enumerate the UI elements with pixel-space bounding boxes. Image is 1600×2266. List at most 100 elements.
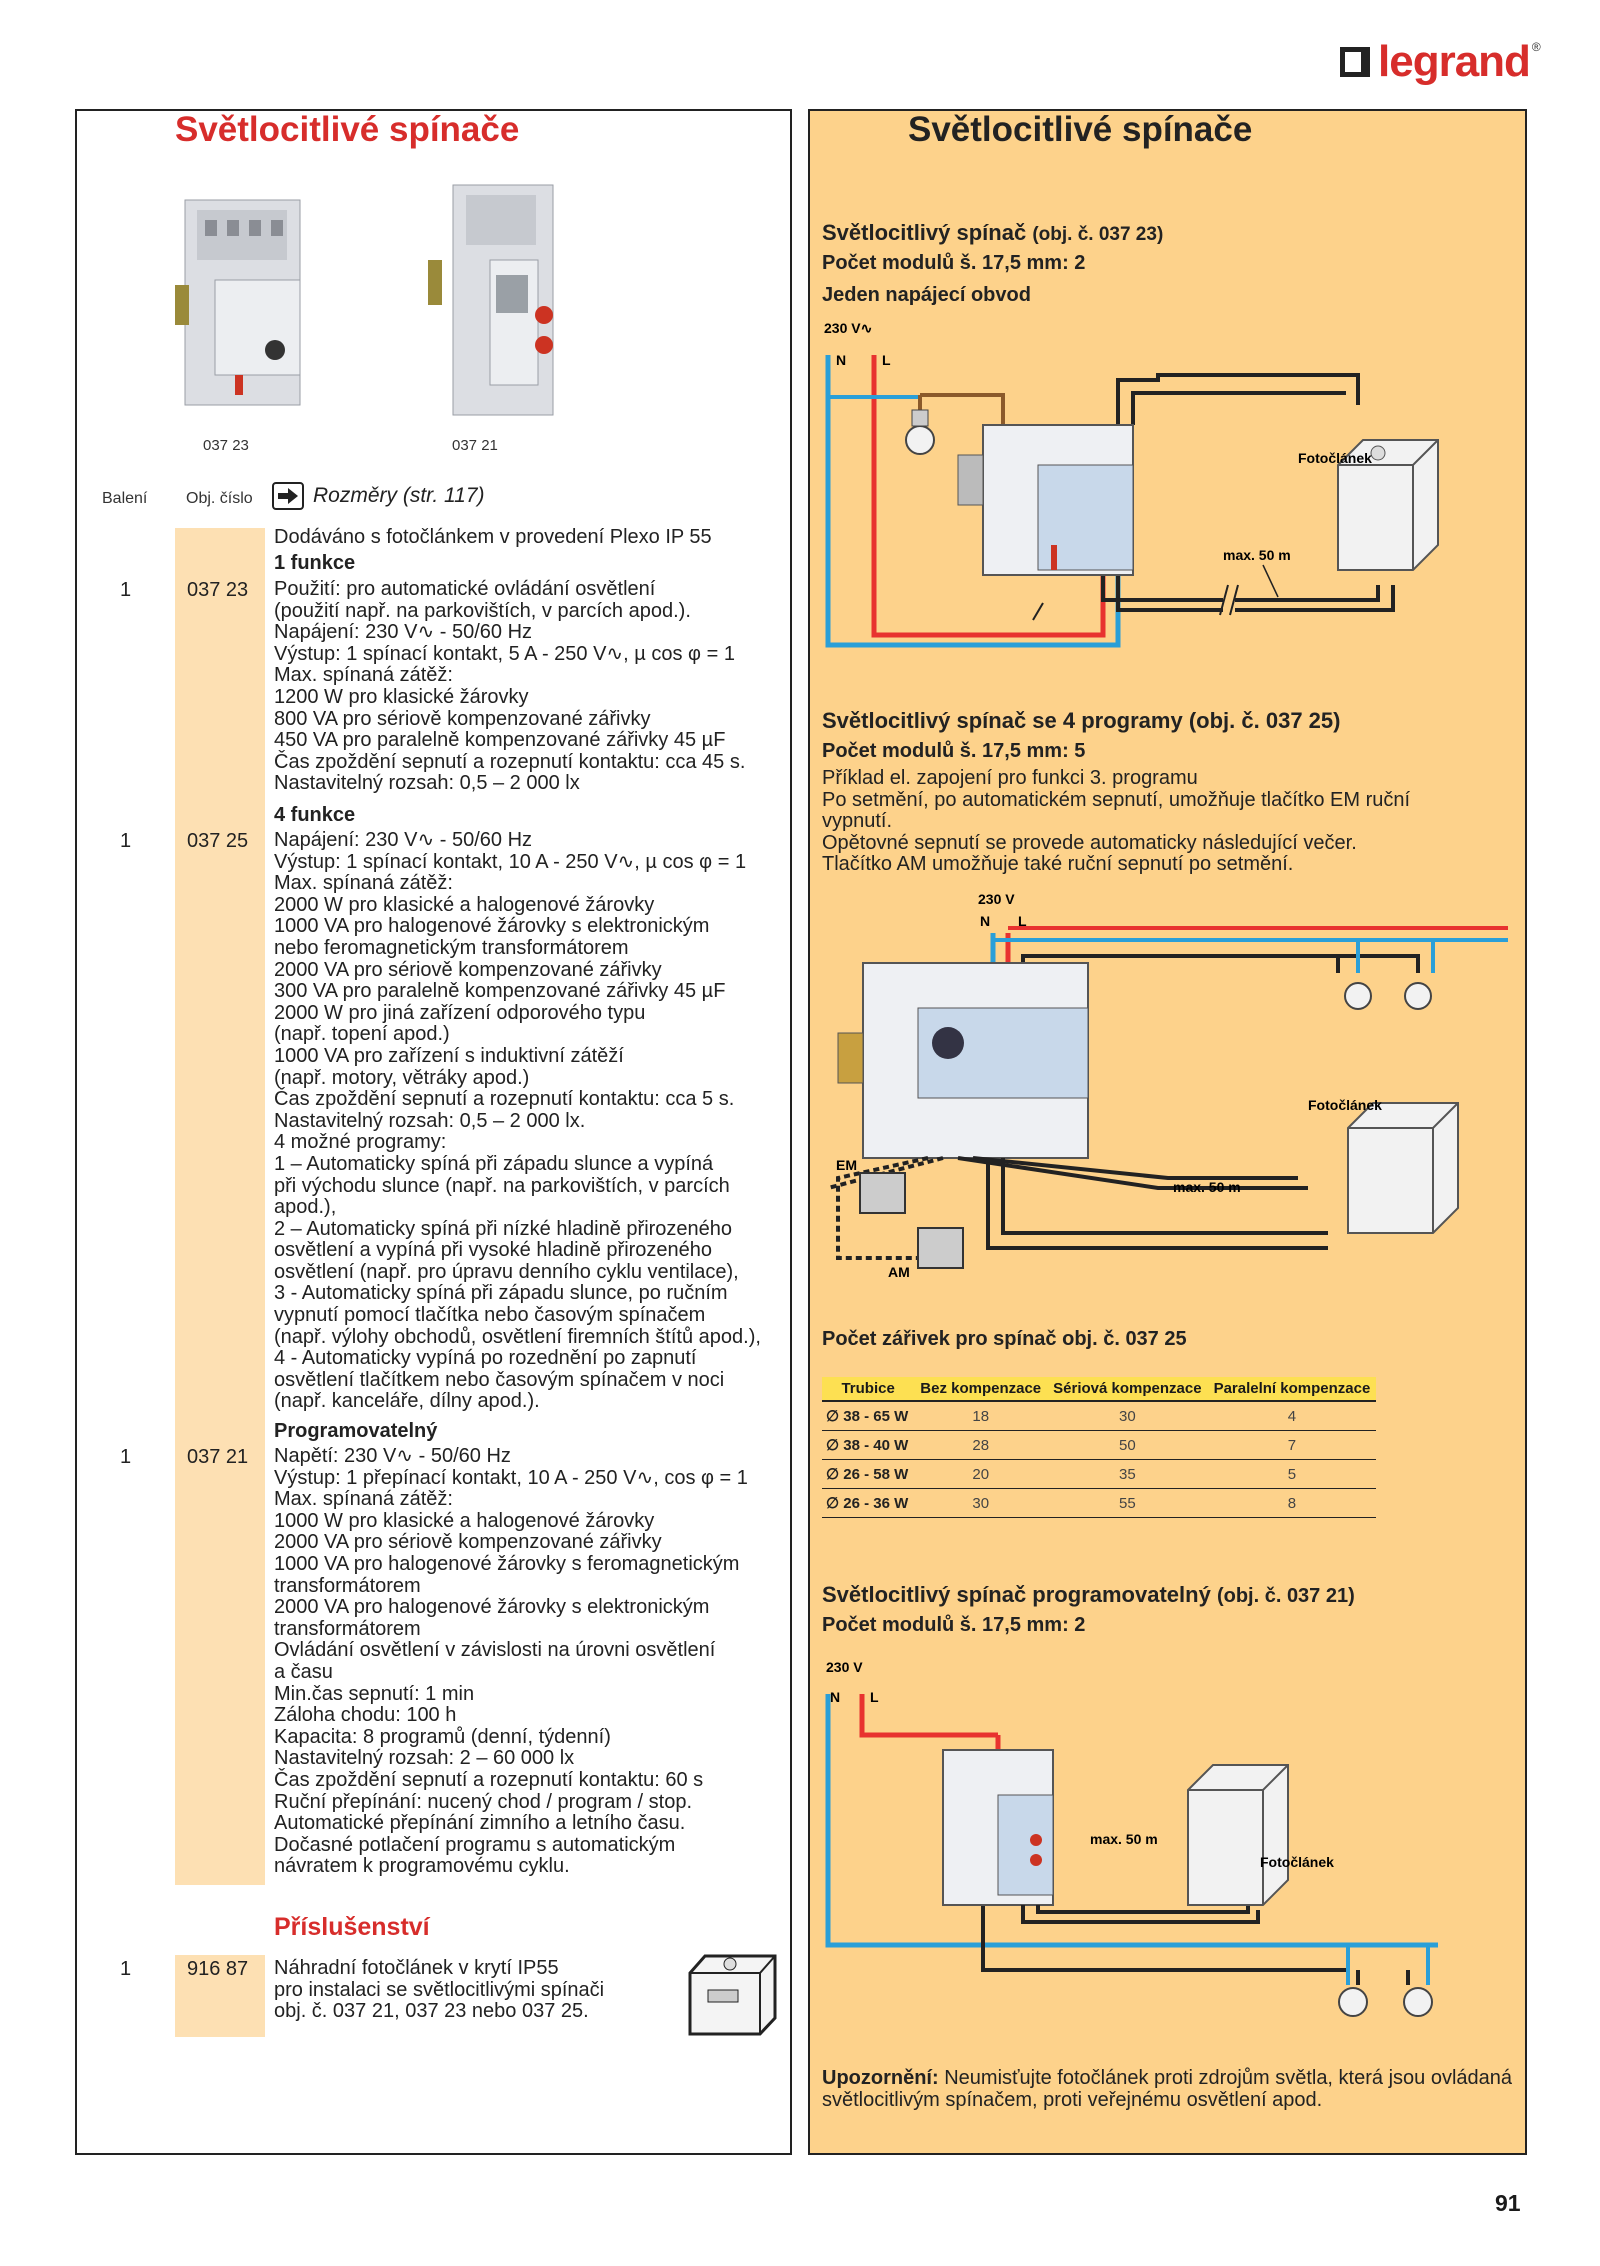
left-title: Světlocitlivé spínače xyxy=(175,110,520,149)
s1-max-label: max. 50 m xyxy=(1223,547,1291,563)
s2-voltage: 230 V xyxy=(978,891,1015,907)
product-1-code: 037 23 xyxy=(187,579,249,601)
table-cell: 8 xyxy=(1207,1488,1377,1518)
table-cell: ∅ 38 - 65 W xyxy=(822,1401,915,1431)
table-cell: ∅ 38 - 40 W xyxy=(822,1430,915,1460)
table-title: Počet zářivek pro spínač obj. č. 037 25 xyxy=(822,1328,1187,1350)
s2-modules: Počet modulů š. 17,5 mm: 5 xyxy=(822,740,1086,762)
table-cell: 50 xyxy=(1047,1430,1208,1460)
s3-title-suffix: (obj. č. 037 21) xyxy=(1216,1585,1355,1607)
registered-mark: ® xyxy=(1531,40,1541,54)
left-panel xyxy=(75,109,792,2155)
s1-circuit: Jeden napájecí obvod xyxy=(822,284,1031,306)
s3-title: Světlocitlivý spínač programovatelný (ob… xyxy=(822,1582,1355,1608)
page-number: 91 xyxy=(1495,2190,1521,2216)
s2-em-label: EM xyxy=(836,1157,857,1173)
table-header-row: Trubice Bez kompenzace Sériová kompenzac… xyxy=(822,1377,1377,1402)
s2-photocell-label: Fotočlánek xyxy=(1308,1097,1382,1113)
s3-title-main: Světlocitlivý spínač programovatelný xyxy=(822,1582,1211,1607)
s2-n: N xyxy=(980,913,990,929)
s2-am-label: AM xyxy=(888,1264,910,1280)
table-cell: 7 xyxy=(1207,1430,1377,1460)
table-row: ∅ 38 - 40 W 28 50 7 xyxy=(822,1430,1377,1460)
product-2-text: Napájení: 230 V∿ - 50/60 Hz Výstup: 1 sp… xyxy=(274,829,761,1413)
obj-column-bg xyxy=(175,528,265,1885)
photocell-accessory-image xyxy=(688,1954,777,2036)
table-cell: 35 xyxy=(1047,1459,1208,1489)
photo-caption-2: 037 21 xyxy=(452,437,498,454)
s3-photocell-label: Fotočlánek xyxy=(1260,1854,1334,1870)
table-cell: 4 xyxy=(1207,1401,1377,1431)
product-3-text: Napětí: 230 V∿ - 50/60 Hz Výstup: 1 přep… xyxy=(274,1445,748,1878)
product-photo-03721 xyxy=(428,184,554,416)
s2-max-label: max. 50 m xyxy=(1173,1179,1241,1195)
brand-name: legrand xyxy=(1378,37,1531,86)
wiring-diagram-2: 230 V N L Fotočlánek max. 50 m EM AM xyxy=(827,891,1508,1280)
fluorescent-table: Trubice Bez kompenzace Sériová kompenzac… xyxy=(822,1377,1377,1518)
photo-caption-1: 037 23 xyxy=(203,437,249,454)
s1-title: Světlocitlivý spínač (obj. č. 037 23) xyxy=(822,220,1163,246)
s2-title-main: Světlocitlivý spínač se 4 programy xyxy=(822,708,1183,733)
product-3-qty: 1 xyxy=(120,1446,132,1468)
s1-title-main: Světlocitlivý spínač xyxy=(822,220,1027,245)
s3-voltage: 230 V xyxy=(826,1659,863,1675)
logo-mark-icon xyxy=(1340,47,1370,77)
warning-text: Neumisťujte fotočlánek proti zdrojům svě… xyxy=(822,2067,1512,2111)
table-cell: 30 xyxy=(914,1488,1048,1518)
s2-title-suffix: (obj. č. 037 25) xyxy=(1188,708,1341,733)
product-3-heading: Programovatelný xyxy=(274,1420,438,1442)
product-2-heading: 4 funkce xyxy=(274,804,356,826)
legrand-logo: legrand ® xyxy=(1340,34,1541,90)
wiring-diagram-3: 230 V N L Fotočlánek max. 50 m xyxy=(825,1659,1438,2017)
s1-n: N xyxy=(836,352,846,368)
table-header-cell: Paralelní kompenzace xyxy=(1207,1377,1377,1402)
warning-label: Upozornění: xyxy=(822,2067,939,2089)
obj-column-bg-accessory xyxy=(175,1955,265,2037)
intro-text: Dodáváno s fotočlánkem v provedení Plexo… xyxy=(274,526,712,548)
product-1-text: Použití: pro automatické ovládání osvětl… xyxy=(274,578,746,795)
table-cell: 55 xyxy=(1047,1488,1208,1518)
s1-l: L xyxy=(882,352,891,368)
accessory-text: Náhradní fotočlánek v krytí IP55 pro ins… xyxy=(274,1957,605,2023)
s3-l: L xyxy=(870,1689,879,1705)
table-cell: 5 xyxy=(1207,1459,1377,1489)
table-cell: 30 xyxy=(1047,1401,1208,1431)
table-row: ∅ 38 - 65 W 18 30 4 xyxy=(822,1401,1377,1431)
s1-modules: Počet modulů š. 17,5 mm: 2 xyxy=(822,252,1086,274)
s3-max-label: max. 50 m xyxy=(1090,1831,1158,1847)
s2-title: Světlocitlivý spínač se 4 programy (obj.… xyxy=(822,708,1340,734)
accessories-title: Příslušenství xyxy=(274,1913,430,1941)
table-cell: 28 xyxy=(914,1430,1048,1460)
s1-voltage: 230 V∿ xyxy=(824,320,872,336)
s2-description: Příklad el. zapojení pro funkci 3. progr… xyxy=(822,767,1411,876)
table-row: ∅ 26 - 36 W 30 55 8 xyxy=(822,1488,1377,1518)
wiring-diagram-1: 230 V∿ N L Fotočlánek max. 50 m xyxy=(824,320,1439,648)
col-header-obj: Obj. číslo xyxy=(186,490,253,507)
table-cell: ∅ 26 - 58 W xyxy=(822,1459,915,1489)
table-row: ∅ 26 - 58 W 20 35 5 xyxy=(822,1459,1377,1489)
table-header-cell: Bez kompenzace xyxy=(914,1377,1048,1402)
dimensions-link[interactable]: Rozměry (str. 117) xyxy=(313,484,485,507)
table-cell: 20 xyxy=(914,1459,1048,1489)
s2-l: L xyxy=(1018,913,1027,929)
table-cell: ∅ 26 - 36 W xyxy=(822,1488,915,1518)
s1-title-suffix: (obj. č. 037 23) xyxy=(1032,224,1164,245)
arrow-right-icon xyxy=(272,482,304,510)
product-2-qty: 1 xyxy=(120,830,132,852)
accessory-code: 916 87 xyxy=(187,1958,249,1980)
right-title: Světlocitlivé spínače xyxy=(908,110,1253,149)
accessory-qty: 1 xyxy=(120,1958,132,1980)
s3-n: N xyxy=(830,1689,840,1705)
product-2-code: 037 25 xyxy=(187,830,249,852)
table-cell: 18 xyxy=(914,1401,1048,1431)
product-1-qty: 1 xyxy=(120,579,132,601)
warning-note: Upozornění: Neumisťujte fotočlánek proti… xyxy=(822,2067,1512,2111)
table-header-cell: Trubice xyxy=(822,1377,915,1402)
product-1-heading: 1 funkce xyxy=(274,552,356,574)
product-photo-03723 xyxy=(175,199,301,406)
s3-modules: Počet modulů š. 17,5 mm: 2 xyxy=(822,1614,1086,1636)
col-header-baleni: Balení xyxy=(102,490,148,507)
table-header-cell: Sériová kompenzace xyxy=(1047,1377,1208,1402)
product-3-code: 037 21 xyxy=(187,1446,249,1468)
s1-photocell-label: Fotočlánek xyxy=(1298,450,1372,466)
